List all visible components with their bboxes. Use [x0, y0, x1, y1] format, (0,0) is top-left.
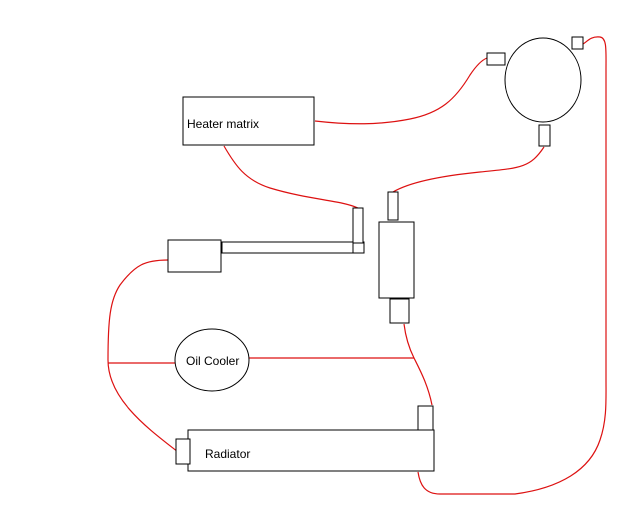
oil-cooler-label: Oil Cooler: [186, 354, 239, 368]
hose-heater-to-housing: [223, 145, 359, 209]
engine-top-pipe: [387, 191, 399, 221]
hose-pump-to-radiator: [107, 259, 179, 453]
tank-top-port: [571, 36, 584, 50]
engine-bottom-outlet: [389, 298, 410, 324]
hose-heater-to-tank: [314, 57, 488, 125]
expansion-tank: [486, 36, 584, 147]
pipe-long: [221, 241, 365, 254]
tank-bottom-port: [538, 124, 551, 147]
pump-body: [167, 239, 222, 273]
hoses: [107, 36, 607, 495]
radiator: Radiator: [175, 405, 435, 472]
hose-tank-to-engine: [392, 146, 545, 193]
hose-engine-to-radiator: [403, 323, 433, 406]
radiator-label: Radiator: [205, 447, 250, 461]
heater-matrix: Heater matrix: [182, 96, 315, 146]
pump-assembly: [167, 207, 365, 273]
engine-body: [378, 221, 415, 299]
radiator-left-connector: [175, 438, 191, 465]
hose-radiator-return: [417, 36, 607, 495]
engine-unit: [378, 191, 415, 324]
tank-left-port: [486, 52, 506, 66]
heater-matrix-label: Heater matrix: [187, 117, 259, 131]
pipe-upright: [352, 207, 364, 244]
radiator-top-connector: [417, 405, 434, 431]
oil-cooler: Oil Cooler: [174, 328, 250, 392]
